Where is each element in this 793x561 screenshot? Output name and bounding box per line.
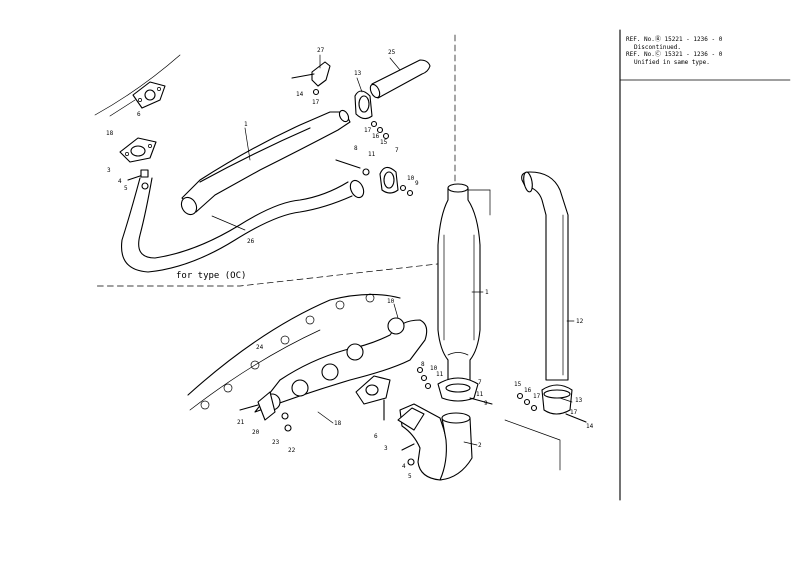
ref-note-line: Discontinued. — [634, 43, 681, 51]
inset-bracket — [291, 61, 331, 96]
callout-12: 12 — [576, 318, 584, 325]
callout-27: 27 — [317, 47, 325, 54]
callout-18: 18 — [334, 420, 342, 427]
callout-2: 2 — [478, 442, 482, 449]
callout-5: 5 — [124, 185, 128, 192]
callout-21: 21 — [237, 419, 245, 426]
callout-16: 16 — [524, 387, 532, 394]
inset-clamp-lower — [335, 159, 414, 197]
callout-9: 9 — [415, 180, 419, 187]
tail-pipe-stack — [516, 171, 587, 423]
callout-17: 17 — [364, 127, 372, 134]
callout-18: 18 — [106, 130, 114, 137]
frame-lines — [94, 29, 791, 501]
callout-17: 17 — [312, 99, 320, 106]
inset-tail-pipe — [369, 59, 431, 99]
callout-22: 22 — [288, 447, 296, 454]
inset-flange-lower — [119, 137, 157, 163]
inset-caption: for type (OC) — [176, 271, 246, 281]
ref-note-line: REF. No.Ⓒ 15321 - 1236 - 0 — [626, 51, 723, 58]
callout-6: 6 — [137, 111, 141, 118]
callout-15: 15 — [380, 139, 388, 146]
inset-flange-upper — [132, 81, 166, 109]
callout-24: 24 — [256, 344, 264, 351]
elbow-pipe — [397, 403, 473, 481]
callout-11: 11 — [436, 371, 444, 378]
callout-7: 7 — [478, 379, 482, 386]
exhaust-manifold — [187, 293, 428, 432]
callout-14: 14 — [296, 91, 304, 98]
callout-10: 10 — [430, 365, 438, 372]
ref-notes: REF. No.Ⓑ 15221 - 1236 - 0 Discontinued.… — [626, 36, 786, 66]
callout-4: 4 — [402, 463, 406, 470]
callout-8: 8 — [354, 145, 358, 152]
inset-exhaust-pipe — [120, 177, 365, 273]
callout-6: 6 — [374, 433, 378, 440]
inset-bolt — [127, 169, 149, 190]
leader-lines — [109, 54, 575, 446]
callout-13: 13 — [575, 397, 583, 404]
callout-10: 10 — [387, 298, 395, 305]
callout-23: 23 — [272, 439, 280, 446]
inset-muffler — [180, 109, 351, 216]
callout-1: 1 — [485, 289, 489, 296]
callout-17: 17 — [570, 409, 578, 416]
callout-labels: 1 27 25 13 14 17 17 16 15 8 11 7 10 9 26… — [106, 47, 594, 480]
inset-type-oc — [119, 59, 431, 273]
callout-20: 20 — [252, 429, 260, 436]
callout-16: 16 — [372, 133, 380, 140]
callout-26: 26 — [247, 238, 255, 245]
callout-17: 17 — [533, 393, 541, 400]
callout-8: 8 — [421, 361, 425, 368]
callout-4: 4 — [118, 178, 122, 185]
callout-9: 9 — [484, 400, 488, 407]
callout-25: 25 — [388, 49, 396, 56]
callout-3: 3 — [384, 445, 388, 452]
callout-3: 3 — [107, 167, 111, 174]
callout-11: 11 — [476, 391, 484, 398]
callout-1: 1 — [244, 121, 248, 128]
callout-15: 15 — [514, 381, 522, 388]
callout-5: 5 — [408, 473, 412, 480]
callout-14: 14 — [586, 423, 594, 430]
inset-clamp-upper — [354, 90, 390, 140]
callout-10: 10 — [407, 175, 415, 182]
ref-note-line: REF. No.Ⓑ 15221 - 1236 - 0 — [626, 36, 723, 43]
callout-13: 13 — [354, 70, 362, 77]
callout-11: 11 — [368, 151, 376, 158]
callout-7: 7 — [395, 147, 399, 154]
ref-note-line: Unified in same type. — [634, 58, 710, 66]
main-muffler — [416, 183, 493, 405]
